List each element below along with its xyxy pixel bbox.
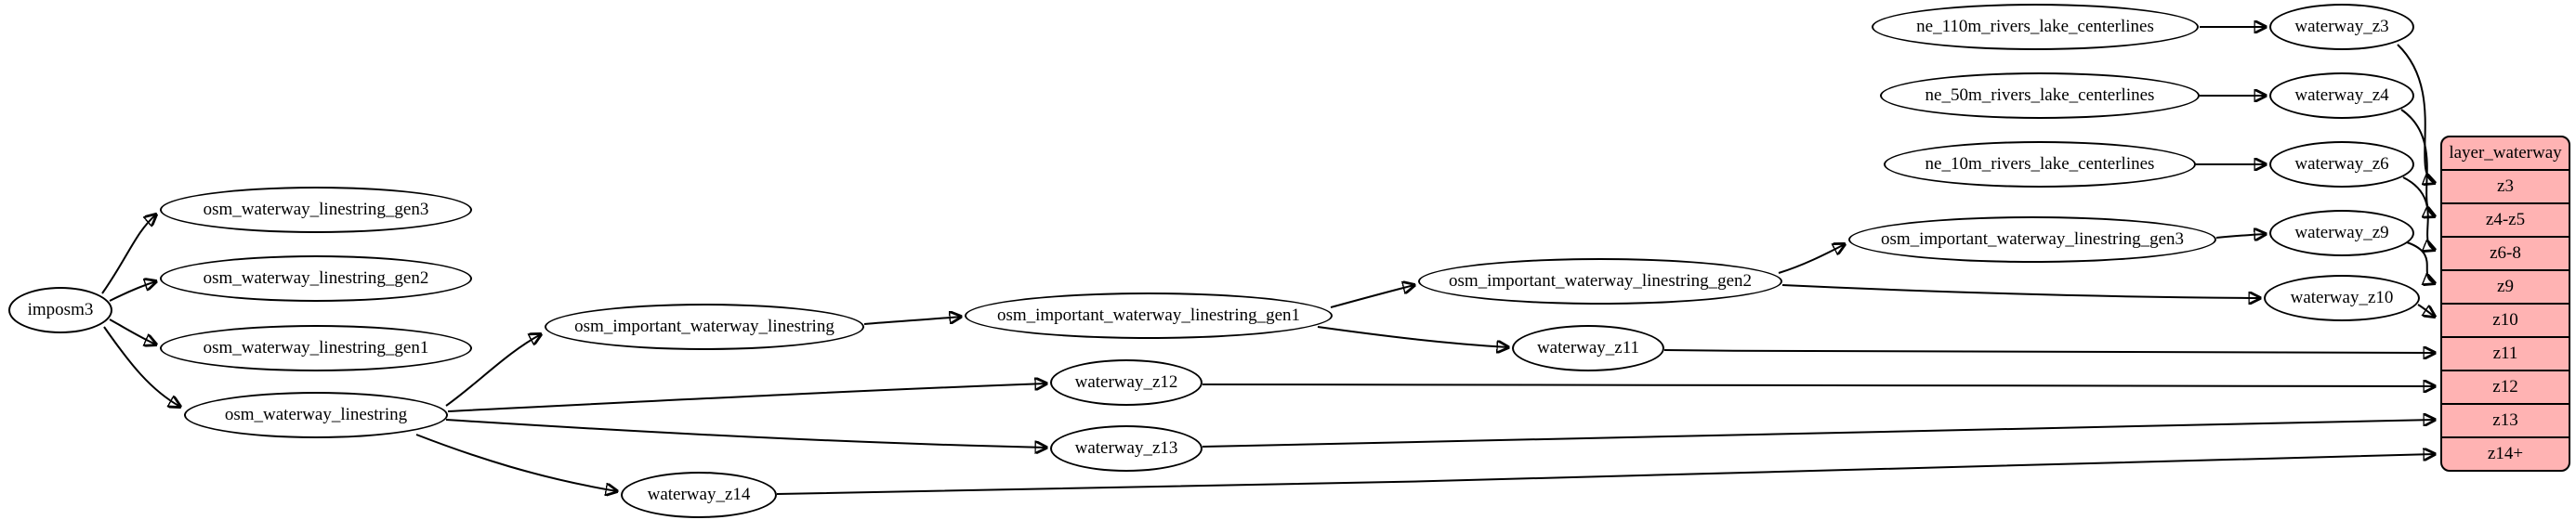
node-waterway_z6: waterway_z6: [2269, 141, 2414, 188]
record-row-z4-z5: z4-z5: [2442, 202, 2569, 236]
edge-waterway_z9-record_z9: [2406, 241, 2435, 283]
node-osm_waterway_linestring_gen3: osm_waterway_linestring_gen3: [160, 187, 472, 233]
record-row-z3: z3: [2442, 169, 2569, 202]
node-label: osm_important_waterway_linestring_gen1: [996, 306, 1301, 325]
record-row-z14plus: z14+: [2442, 436, 2569, 470]
node-osm_important_waterway_linestring_gen1: osm_important_waterway_linestring_gen1: [965, 292, 1333, 339]
edge-waterway_z4-record_z4-z5: [2400, 109, 2435, 216]
edge-waterway_z13-record_z13: [1202, 420, 2435, 448]
node-label: waterway_z12: [1074, 372, 1178, 392]
node-osm_waterway_linestring_gen1: osm_waterway_linestring_gen1: [160, 325, 472, 371]
node-label: ne_50m_rivers_lake_centerlines: [1925, 85, 2155, 105]
record-row-z6-8: z6-8: [2442, 236, 2569, 269]
node-osm_waterway_linestring_gen2: osm_waterway_linestring_gen2: [160, 255, 472, 302]
node-waterway_z3: waterway_z3: [2269, 4, 2414, 50]
edge-osm_waterway_linestring-osm_important_waterway_linestring: [445, 334, 541, 407]
node-label: waterway_z10: [2290, 288, 2394, 307]
record-row-z13: z13: [2442, 403, 2569, 436]
node-label: osm_waterway_linestring_gen1: [203, 338, 429, 358]
node-label: waterway_z6: [2294, 154, 2389, 174]
record-row-z10: z10: [2442, 303, 2569, 336]
node-osm_important_waterway_linestring_gen2: osm_important_waterway_linestring_gen2: [1418, 258, 1782, 305]
edge-important_gen1-waterway_z11: [1317, 326, 1508, 347]
node-imposm3: imposm3: [8, 287, 112, 333]
node-ne_110m_rivers_lake_centerlines: ne_110m_rivers_lake_centerlines: [1872, 4, 2199, 50]
node-ne_10m_rivers_lake_centerlines: ne_10m_rivers_lake_centerlines: [1884, 141, 2196, 188]
record-row-z12: z12: [2442, 370, 2569, 403]
record-row-z11: z11: [2442, 336, 2569, 370]
edge-osm_waterway_linestring-waterway_z12: [447, 384, 1046, 412]
node-waterway_z10: waterway_z10: [2264, 275, 2420, 321]
node-waterway_z13: waterway_z13: [1050, 425, 1203, 472]
edge-imposm3-osm_waterway_linestring_gen3: [101, 214, 156, 294]
edge-important_gen1-important_gen2: [1330, 285, 1414, 308]
node-label: osm_important_waterway_linestring_gen2: [1448, 271, 1753, 291]
edge-waterway_z6-record_z6-8: [2402, 176, 2435, 250]
edge-waterway_z12-record_z12: [1202, 384, 2435, 387]
record-header: layer_waterway: [2449, 143, 2562, 162]
node-label: ne_110m_rivers_lake_centerlines: [1916, 17, 2154, 36]
node-label: waterway_z13: [1074, 438, 1178, 458]
record-row-z9: z9: [2442, 269, 2569, 303]
node-label: ne_10m_rivers_lake_centerlines: [1925, 154, 2155, 174]
edge-waterway_z3-record_z3: [2397, 44, 2435, 183]
node-label: waterway_z11: [1536, 338, 1640, 358]
node-osm_important_waterway_linestring: osm_important_waterway_linestring: [545, 304, 864, 350]
record-layer_waterway: layer_waterway z3 z4-z5 z6-8 z9 z10 z11 …: [2440, 136, 2570, 472]
edge-waterway_z10-record_z10: [2417, 304, 2435, 317]
node-label: waterway_z4: [2294, 85, 2389, 105]
node-label: waterway_z3: [2294, 17, 2389, 36]
edge-imposm3-osm_waterway_linestring_gen1: [109, 318, 156, 344]
edge-waterway_z14-record_z14plus: [776, 454, 2435, 495]
node-label: osm_waterway_linestring_gen3: [203, 200, 429, 219]
node-label: osm_important_waterway_linestring: [574, 317, 835, 336]
edge-important_gen2-important_gen3: [1778, 244, 1845, 274]
edge-imposm3-osm_waterway_linestring_gen2: [109, 281, 156, 302]
node-waterway_z9: waterway_z9: [2269, 210, 2414, 256]
edge-osm_waterway_linestring-waterway_z13: [445, 419, 1046, 448]
node-label: waterway_z9: [2294, 223, 2389, 242]
edge-waterway_z11-record_z11: [1663, 350, 2435, 353]
node-ne_50m_rivers_lake_centerlines: ne_50m_rivers_lake_centerlines: [1880, 72, 2200, 119]
node-label: osm_important_waterway_linestring_gen3: [1880, 229, 2185, 249]
node-osm_waterway_linestring: osm_waterway_linestring: [184, 392, 448, 438]
edge-imposm3-osm_waterway_linestring: [103, 326, 180, 407]
node-waterway_z12: waterway_z12: [1050, 359, 1203, 406]
node-waterway_z11: waterway_z11: [1512, 325, 1664, 371]
edge-osm_waterway_linestring-waterway_z14: [415, 434, 617, 491]
node-label: osm_waterway_linestring: [224, 405, 408, 424]
node-waterway_z14: waterway_z14: [621, 472, 777, 518]
node-label: imposm3: [27, 300, 94, 319]
edge-important_gen2-waterway_z10: [1781, 284, 2260, 298]
edge-osm_important_waterway_linestring-gen1: [863, 317, 961, 325]
node-label: waterway_z14: [647, 485, 751, 504]
edge-important_gen3-waterway_z9: [2215, 234, 2266, 238]
node-waterway_z4: waterway_z4: [2269, 72, 2414, 119]
node-osm_important_waterway_linestring_gen3: osm_important_waterway_linestring_gen3: [1848, 216, 2216, 263]
node-label: osm_waterway_linestring_gen2: [203, 268, 429, 288]
